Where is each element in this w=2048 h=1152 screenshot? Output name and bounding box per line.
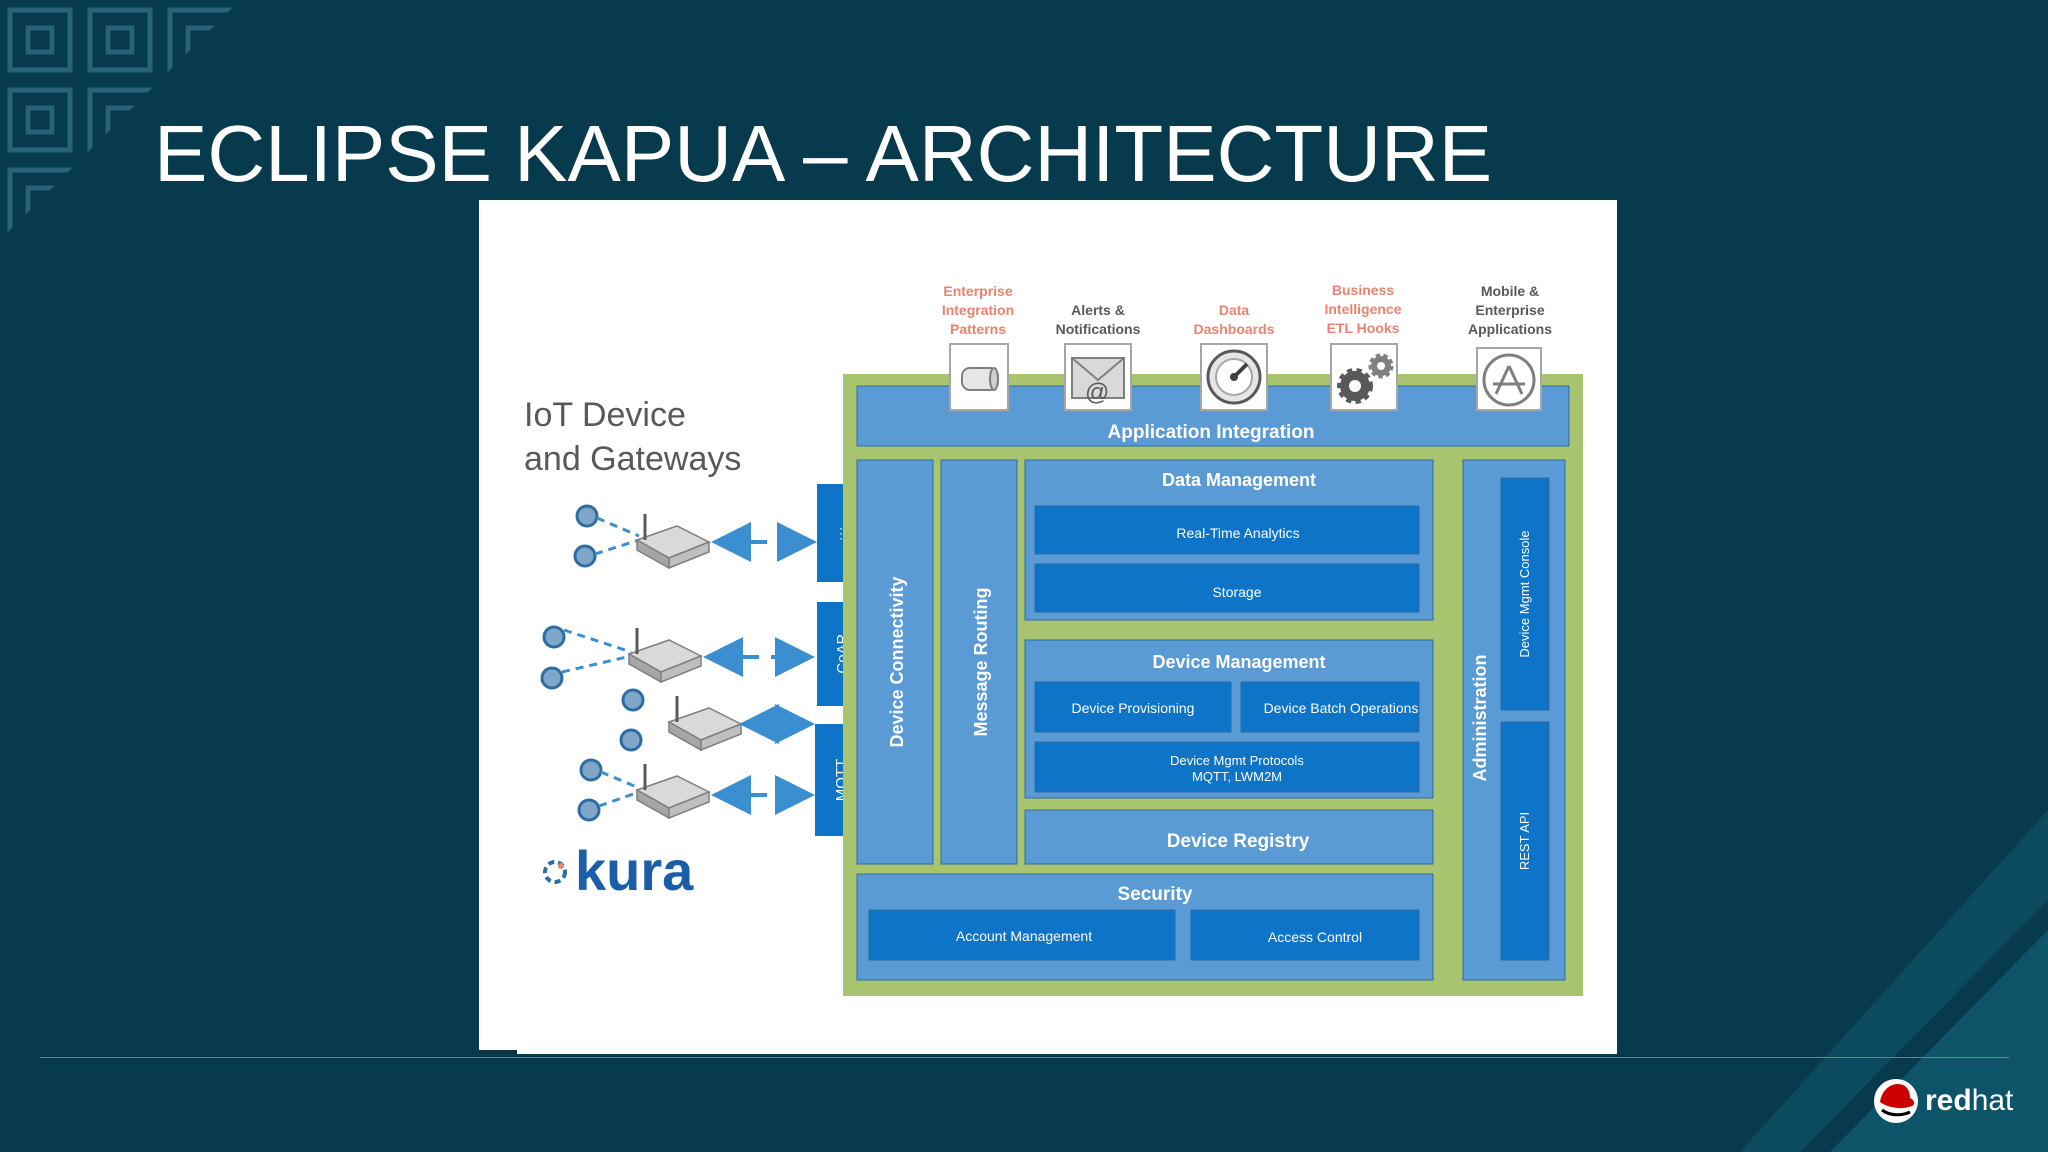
redhat-wordmark: redhat <box>1925 1084 2013 1118</box>
service-dashboards-line-2: Dashboards <box>1194 321 1275 337</box>
redhat-logo-icon <box>1874 1079 1918 1123</box>
service-mobile-line-2: Enterprise <box>1475 302 1544 318</box>
slide-title: ECLIPSE KAPUA – ARCHITECTURE <box>154 109 1493 198</box>
device-provisioning-box <box>1034 681 1232 733</box>
app-store-icon <box>1482 353 1536 407</box>
service-bi-line-3: ETL Hooks <box>1327 320 1400 336</box>
service-alerts-line-1: Alerts & <box>1071 302 1125 318</box>
device-connectivity-column <box>856 459 934 865</box>
device-batch-operations-label: Device Batch Operations <box>1264 700 1419 716</box>
service-bi-line-1: Business <box>1332 282 1394 298</box>
account-management-label: Account Management <box>956 928 1092 944</box>
storage-label: Storage <box>1212 584 1261 600</box>
real-time-analytics-box <box>1034 505 1420 555</box>
device-group-1 <box>573 504 817 570</box>
data-management-title: Data Management <box>1162 470 1316 490</box>
device-mgmt-console-box <box>1500 477 1550 711</box>
top-service-eip: Enterprise Integration Patterns <box>942 283 1014 411</box>
diagram-panel: IoT Device and Gateways <box>479 200 1617 1054</box>
service-alerts-line-2: Notifications <box>1056 321 1141 337</box>
iot-label-line-1: IoT Device <box>524 396 686 434</box>
storage-box <box>1034 563 1420 613</box>
access-control-box <box>1190 909 1420 961</box>
brand-bold: red <box>1925 1084 1972 1117</box>
top-service-bi: Business Intelligence ETL Hooks <box>1324 282 1402 411</box>
corner-pattern <box>7 7 233 233</box>
architecture-diagram: IoT Device and Gateways <box>524 282 1583 996</box>
footer-rule <box>40 1057 2009 1058</box>
router-icon <box>635 762 711 820</box>
kura-logo-text: kura <box>575 839 694 902</box>
device-group-2 <box>540 625 815 752</box>
access-control-label: Access Control <box>1268 929 1362 945</box>
gauge-icon <box>1206 349 1262 405</box>
device-provisioning-label: Device Provisioning <box>1072 700 1195 716</box>
rest-api-label: REST API <box>1517 812 1532 870</box>
mail-icon: @ <box>1071 357 1125 406</box>
security-title: Security <box>1118 884 1193 905</box>
kura-logo: kura <box>543 839 694 902</box>
device-mgmt-protocols-box <box>1034 741 1420 793</box>
router-icon <box>635 512 711 570</box>
service-mobile-line-3: Applications <box>1468 321 1552 337</box>
device-mgmt-console-label: Device Mgmt Console <box>1517 530 1532 657</box>
device-batch-operations-box <box>1240 681 1420 733</box>
administration-label: Administration <box>1470 654 1490 781</box>
device-registry-block <box>1024 809 1434 865</box>
rest-api-box <box>1500 721 1550 961</box>
top-service-dashboards: Data Dashboards <box>1194 302 1275 411</box>
message-routing-label: Message Routing <box>971 587 991 736</box>
device-connectivity-label: Device Connectivity <box>887 576 907 747</box>
brand-regular: hat <box>1971 1084 2014 1117</box>
service-mobile-line-1: Mobile & <box>1481 283 1539 299</box>
device-mgmt-protocols-line-1: Device Mgmt Protocols <box>1170 753 1304 768</box>
router-icon <box>627 626 703 684</box>
iot-label-line-2: and Gateways <box>524 440 741 478</box>
gears-icon <box>1337 353 1394 404</box>
real-time-analytics-label: Real-Time Analytics <box>1176 525 1299 541</box>
top-service-alerts: Alerts & Notifications @ <box>1056 302 1141 411</box>
device-management-title: Device Management <box>1152 652 1325 672</box>
top-service-mobile: Mobile & Enterprise Applications <box>1468 283 1552 411</box>
svg-text:@: @ <box>1085 379 1109 406</box>
application-integration-label: Application Integration <box>1108 422 1315 443</box>
service-eip-line-3: Patterns <box>950 321 1006 337</box>
service-dashboards-line-1: Data <box>1219 302 1250 318</box>
service-bi-line-2: Intelligence <box>1324 301 1401 317</box>
service-eip-line-2: Integration <box>942 302 1014 318</box>
panel-edge <box>479 1050 517 1054</box>
database-icon <box>961 367 999 391</box>
router-icon <box>667 694 743 752</box>
device-group-3 <box>577 758 815 822</box>
device-mgmt-protocols-line-2: MQTT, LWM2M <box>1192 769 1282 784</box>
message-routing-column <box>940 459 1018 865</box>
account-management-box <box>868 909 1176 961</box>
device-registry-label: Device Registry <box>1167 831 1310 852</box>
service-eip-line-1: Enterprise <box>943 283 1012 299</box>
